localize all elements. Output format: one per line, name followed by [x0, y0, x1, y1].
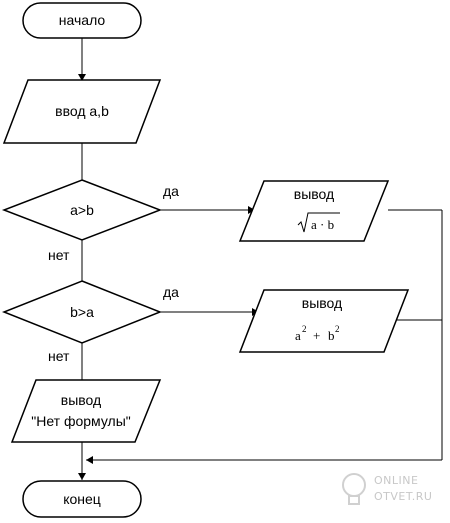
- watermark-line2: OTVET.RU: [374, 490, 432, 503]
- arrow-head: [86, 456, 93, 464]
- sqrt-symbol: [297, 212, 340, 233]
- output2-formula-b: b: [328, 328, 335, 343]
- decision-node-2: b>a: [1, 280, 163, 344]
- lightbulb-icon: [342, 473, 366, 505]
- output-node-2: вывод a 2 + b 2: [238, 289, 410, 353]
- watermark-line1: ONLINE: [374, 474, 418, 487]
- watermark: ONLINE OTVET.RU: [342, 473, 432, 505]
- output-node-1: вывод a · b: [238, 180, 390, 242]
- cond1-yes-label: да: [163, 183, 179, 199]
- output2-formula-a-exponent: 2: [302, 324, 307, 334]
- cond2-label: b>a: [70, 304, 94, 320]
- end-node: конец: [22, 480, 142, 518]
- output2-formula-a: a: [295, 328, 301, 343]
- cond1-label: a>b: [70, 202, 94, 218]
- arrow-head: [248, 206, 255, 214]
- output3-text: "Нет формулы": [31, 413, 131, 429]
- input-node: ввод a,b: [2, 79, 162, 144]
- output1-label: вывод: [294, 186, 334, 202]
- cond2-no-label: нет: [48, 348, 70, 364]
- output1-formula: a · b: [311, 217, 334, 232]
- output3-label: вывод: [61, 392, 101, 408]
- output2-label: вывод: [302, 295, 342, 311]
- cond2-yes-label: да: [163, 284, 179, 300]
- arrow-head: [78, 473, 86, 480]
- input-label: ввод a,b: [55, 103, 109, 119]
- start-node: начало: [22, 2, 142, 39]
- decision-node-1: a>b: [1, 179, 163, 241]
- output2-formula-plus: +: [313, 328, 320, 343]
- cond1-no-label: нет: [48, 247, 70, 263]
- start-label: начало: [59, 12, 106, 28]
- output-node-3: вывод "Нет формулы": [10, 379, 162, 443]
- arrow-head: [78, 74, 86, 81]
- end-label: конец: [63, 491, 101, 507]
- output2-formula-b-exponent: 2: [335, 324, 340, 334]
